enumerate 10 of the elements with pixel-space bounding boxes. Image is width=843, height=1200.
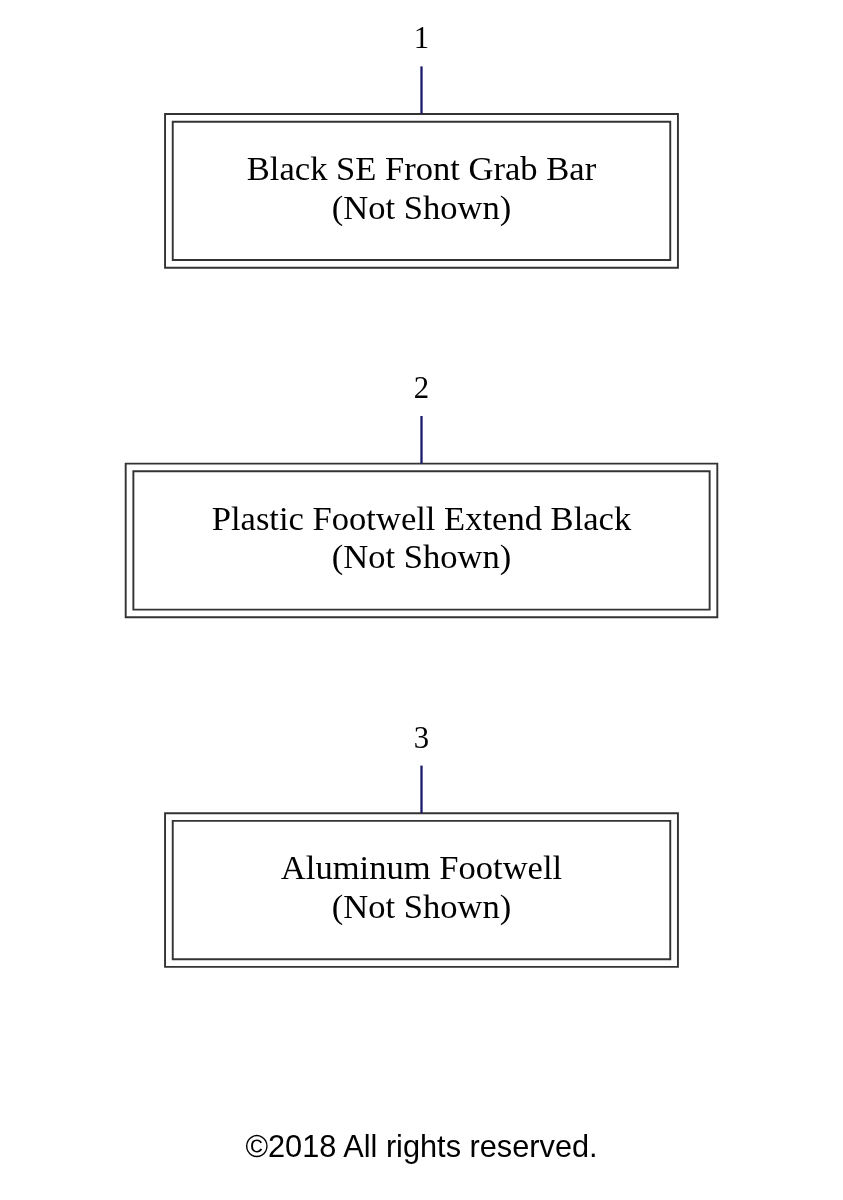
node-text: 1	[413, 21, 430, 56]
node-box: Aluminum Footwell (Not Shown)	[164, 812, 679, 968]
node-box: Plastic Footwell Extend Black (Not Shown)	[124, 462, 719, 619]
node-text: 2	[413, 370, 430, 405]
connector	[420, 765, 423, 813]
connector	[420, 416, 423, 464]
label: ©2018 All rights reserved.	[245, 1128, 598, 1164]
node-text: 3	[413, 720, 430, 755]
node-box: Black SE Front Grab Bar (Not Shown)	[164, 113, 679, 269]
connector	[420, 66, 423, 114]
